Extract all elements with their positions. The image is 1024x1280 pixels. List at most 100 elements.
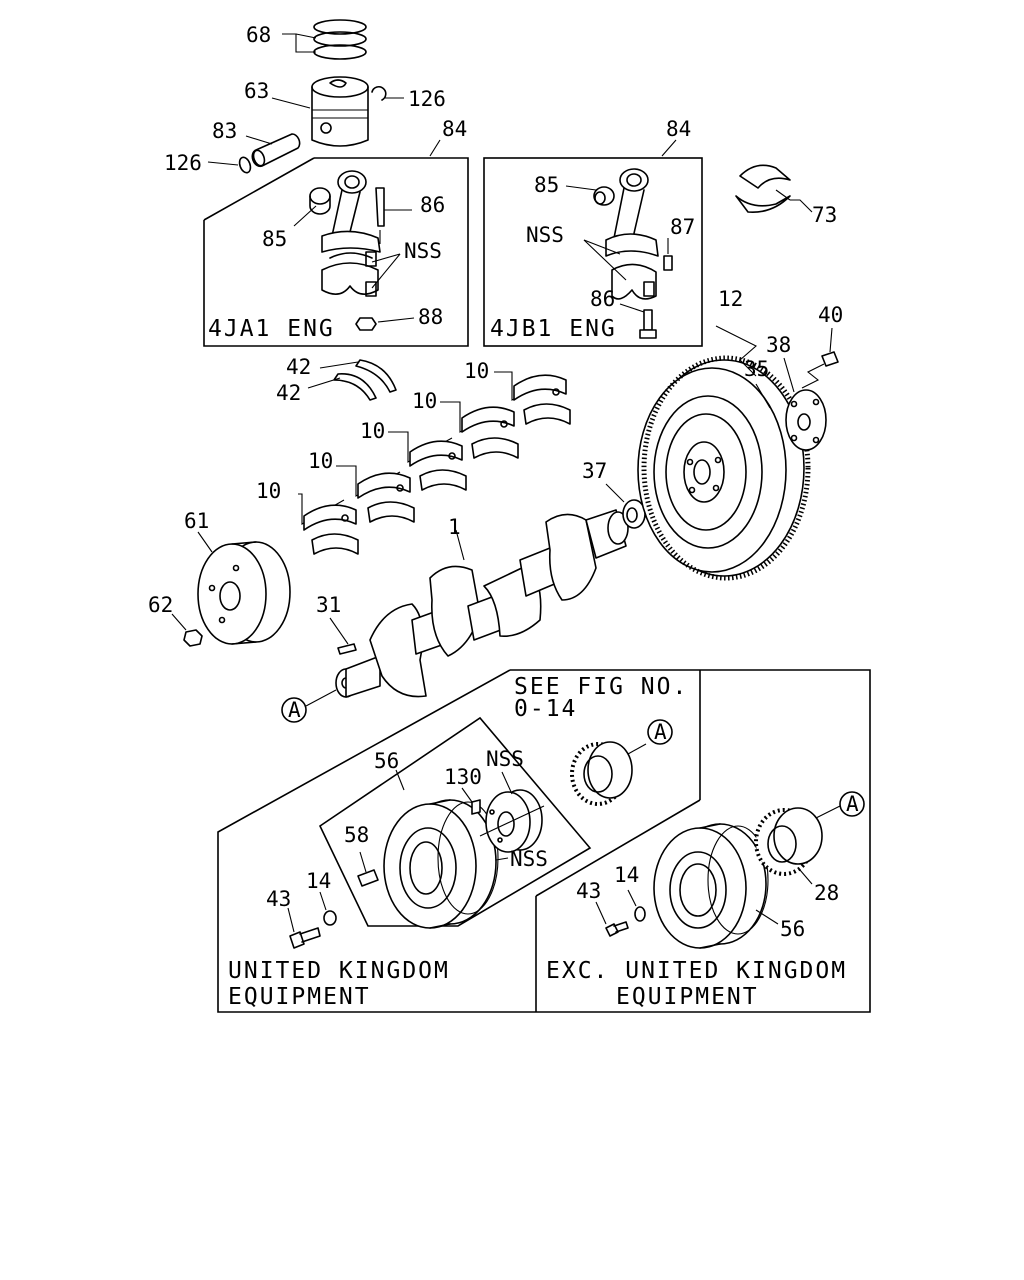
main-bearing-5	[494, 371, 571, 425]
snap-ring-lower	[207, 156, 252, 174]
leader-nss-d	[495, 857, 509, 861]
bolt-43b	[595, 901, 629, 937]
crankshaft	[335, 509, 629, 698]
bolt-43a	[287, 907, 321, 949]
label-43b: 43	[576, 879, 601, 903]
see-fig-note: SEE FIG NO. 0-14	[514, 674, 688, 722]
leader-nss-c	[501, 771, 513, 795]
label-31: 31	[316, 593, 341, 617]
ref-a-crank	[281, 689, 337, 723]
label-4ja1-eng: 4JA1 ENG	[208, 316, 335, 342]
label-12: 12	[718, 287, 743, 311]
bolt-58	[357, 851, 379, 887]
main-bearing-3	[388, 431, 467, 491]
washer-14b	[627, 889, 646, 922]
uk-label-line2: EQUIPMENT	[228, 984, 371, 1010]
uk-crank-pulley	[383, 799, 499, 929]
piston-rings	[282, 19, 367, 60]
label-61: 61	[184, 509, 209, 533]
nut-62	[171, 613, 203, 647]
main-bearing-2	[336, 465, 415, 523]
dowel-130	[461, 787, 481, 815]
label-nss-d: NSS	[510, 847, 548, 871]
uk-timing-gear	[570, 741, 647, 806]
label-84a: 84	[442, 117, 467, 141]
label-43a: 43	[266, 887, 291, 911]
leader-56a	[395, 769, 405, 791]
box-equipment	[217, 669, 871, 1013]
label-58: 58	[344, 823, 369, 847]
bearing-shell-73	[735, 164, 813, 213]
exc-uk-label-line2: EQUIPMENT	[616, 984, 759, 1010]
label-14a: 14	[306, 869, 331, 893]
label-ref-a1: A	[288, 698, 301, 722]
snap-ring-upper	[371, 86, 404, 101]
main-bearings	[298, 371, 571, 555]
label-42a: 42	[286, 355, 311, 379]
exc-uk-label-line1: EXC. UNITED KINGDOM	[546, 958, 847, 984]
label-10a: 10	[256, 479, 281, 503]
label-73: 73	[812, 203, 837, 227]
leader-84b	[661, 139, 677, 157]
key-31	[329, 617, 357, 655]
label-38: 38	[766, 333, 791, 357]
label-nss-c: NSS	[486, 747, 524, 771]
box-uk-pulley-group	[318, 716, 592, 927]
label-10d: 10	[412, 389, 437, 413]
label-62: 62	[148, 593, 173, 617]
label-126b: 126	[164, 151, 202, 175]
label-56a: 56	[374, 749, 399, 773]
uk-hub	[485, 789, 543, 853]
label-56b: 56	[780, 917, 805, 941]
thrust-washers	[307, 359, 397, 401]
label-86a: 86	[420, 193, 445, 217]
exc-uk-timing-gear	[754, 805, 841, 885]
label-ref-a3: A	[846, 792, 859, 816]
exc-uk-crank-pulley	[653, 823, 779, 949]
part-number-labels: 68 63 126 83 126 84 84 85 85 86 86 87 88…	[148, 23, 859, 941]
label-83: 83	[212, 119, 237, 143]
piston	[271, 76, 369, 147]
main-bearing-1	[298, 493, 359, 555]
label-85b: 85	[534, 173, 559, 197]
piston-pin	[245, 133, 301, 168]
label-nss-b: NSS	[526, 223, 564, 247]
ref-a-gear	[647, 719, 673, 745]
uk-label-line1: UNITED KINGDOM	[228, 958, 450, 984]
see-fig-line1: SEE FIG NO.	[514, 674, 688, 700]
flywheel	[637, 355, 811, 581]
label-ref-a2: A	[654, 720, 667, 744]
crank-pulley-61	[197, 531, 291, 645]
label-4jb1-eng: 4JB1 ENG	[490, 316, 617, 342]
label-42b: 42	[276, 381, 301, 405]
ref-a-exc	[839, 791, 865, 817]
label-84b: 84	[666, 117, 691, 141]
label-14b: 14	[614, 863, 639, 887]
label-87: 87	[670, 215, 695, 239]
nut-88	[355, 317, 415, 331]
main-bearing-4	[440, 401, 519, 459]
box-4jb1	[483, 157, 703, 347]
region-labels: UNITED KINGDOM EQUIPMENT EXC. UNITED KIN…	[228, 958, 847, 1010]
label-63: 63	[244, 79, 269, 103]
bolt-40	[801, 327, 839, 389]
label-88: 88	[418, 305, 443, 329]
label-40: 40	[818, 303, 843, 327]
label-130: 130	[444, 765, 482, 789]
label-10e: 10	[464, 359, 489, 383]
shaft-line	[479, 805, 545, 837]
box-4ja1	[203, 157, 469, 347]
label-68: 68	[246, 23, 271, 47]
label-10c: 10	[360, 419, 385, 443]
connecting-rod-4ja1	[293, 170, 412, 297]
leader-84a	[429, 139, 441, 157]
washer-14a	[319, 891, 337, 926]
ring-gear-leaders	[715, 325, 771, 409]
label-85a: 85	[262, 227, 287, 251]
label-126a: 126	[408, 87, 446, 111]
label-10b: 10	[308, 449, 333, 473]
label-35: 35	[744, 357, 769, 381]
label-37: 37	[582, 459, 607, 483]
